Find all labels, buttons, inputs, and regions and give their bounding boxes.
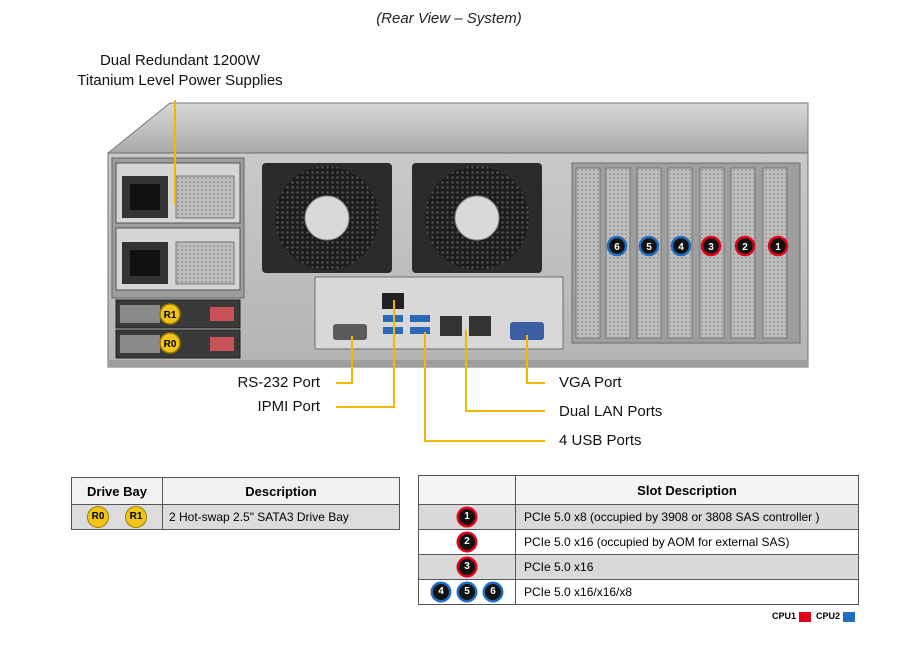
slot-row-4-text: PCIe 5.0 x16/x16/x8 — [515, 579, 859, 605]
drive-table-header-bay: Drive Bay — [71, 477, 163, 505]
slot-row-1-badge: 1 — [459, 509, 475, 525]
vga-connector — [510, 322, 544, 340]
slot-row-3-badges: 3 — [418, 554, 516, 580]
legend-cpu1-swatch — [798, 611, 811, 622]
psu-callout-label: Dual Redundant 1200W Titanium Level Powe… — [40, 51, 320, 91]
slot-row-2-badge: 2 — [459, 534, 475, 550]
slot-badge-6: 6 — [606, 235, 628, 257]
slot-badge-4-label: 4 — [678, 242, 684, 253]
psu-callout-line1: Dual Redundant 1200W — [99, 52, 261, 69]
slot-badge-5-label: 5 — [646, 242, 652, 253]
slot-badge-1: 1 — [767, 235, 789, 257]
fan-right — [412, 163, 542, 273]
drive-bay-table: Drive Bay Description R0 R1 2 Hot-swap 2.… — [71, 477, 400, 530]
slot-row-1-text: PCIe 5.0 x8 (occupied by 3908 or 3808 SA… — [515, 504, 859, 530]
table-row: 3 PCIe 5.0 x16 — [418, 554, 859, 580]
legend-cpu1-label: CPU1 — [771, 611, 796, 621]
rs232-connector — [333, 324, 367, 340]
fan-left — [262, 163, 392, 273]
slot-table-header: Slot Description — [515, 475, 859, 505]
drive-table-badge-r0: R0 — [87, 506, 109, 528]
psu-callout-line2: Titanium Level Power Supplies — [77, 72, 283, 89]
drive-table-header-description: Description — [162, 477, 400, 505]
slot-row-2-badges: 2 — [418, 529, 516, 555]
ipmi-callout-label: IPMI Port — [257, 398, 320, 415]
legend-cpu2-label: CPU2 — [815, 611, 840, 621]
usb-callout-line — [424, 332, 545, 442]
slot-row-4-badge-6: 6 — [485, 584, 501, 600]
cpu-legend: CPU1 CPU2 — [772, 611, 860, 622]
table-row: R0 R1 2 Hot-swap 2.5" SATA3 Drive Bay — [71, 504, 400, 530]
psu-1 — [115, 162, 241, 224]
slot-description-table: Slot Description 1 PCIe 5.0 x8 (occupied… — [418, 475, 859, 605]
drive-badge-r1: R1 — [164, 310, 177, 321]
slot-row-1-badges: 1 — [418, 504, 516, 530]
lan-connector-2 — [469, 316, 491, 336]
usb-callout-label: 4 USB Ports — [559, 432, 642, 449]
callout-lines — [174, 100, 545, 442]
drive-bay-r1 — [115, 299, 241, 329]
drive-badge-r0: R0 — [164, 339, 177, 350]
vga-callout-label: VGA Port — [559, 374, 622, 391]
slot-badge-3: 3 — [700, 235, 722, 257]
lan-connector-1 — [440, 316, 462, 336]
slot-badge-4: 4 — [670, 235, 692, 257]
slot-badge-3-label: 3 — [708, 242, 714, 253]
vga-callout-line — [526, 335, 545, 384]
rs232-callout-line — [336, 336, 353, 384]
dual-lan-callout-label: Dual LAN Ports — [559, 403, 663, 420]
drive-table-badges: R0 R1 — [71, 504, 163, 530]
slot-row-4-badge-5: 5 — [459, 584, 475, 600]
drive-table-badge-r1: R1 — [125, 506, 147, 528]
ipmi-callout-line — [336, 300, 395, 408]
legend-cpu2-swatch — [843, 611, 855, 622]
chassis-top — [106, 102, 809, 154]
slot-badge-1-label: 1 — [775, 242, 781, 253]
rs232-callout-label: RS-232 Port — [237, 374, 320, 391]
psu-2 — [115, 227, 241, 291]
slot-row-3-badge: 3 — [459, 559, 475, 575]
usb-connector-c — [410, 315, 430, 322]
usb-connector-d — [410, 327, 430, 334]
slot-row-2-text: PCIe 5.0 x16 (occupied by AOM for extern… — [515, 529, 859, 555]
slot-row-3-text: PCIe 5.0 x16 — [515, 554, 859, 580]
slot-badge-5: 5 — [638, 235, 660, 257]
lan-callout-line — [465, 330, 545, 412]
table-row: 2 PCIe 5.0 x16 (occupied by AOM for exte… — [418, 529, 859, 555]
chassis-rear-view: R1 R0 6 5 4 — [106, 100, 809, 442]
page-title: (Rear View – System) — [376, 10, 522, 27]
slot-table-header-empty — [418, 475, 516, 505]
slot-badge-2: 2 — [734, 235, 756, 257]
slot-badge-6-label: 6 — [614, 242, 620, 253]
slot-badge-2-label: 2 — [742, 242, 748, 253]
table-row: 1 PCIe 5.0 x8 (occupied by 3908 or 3808 … — [418, 504, 859, 530]
slot-row-4-badge-4: 4 — [433, 584, 449, 600]
drive-table-description: 2 Hot-swap 2.5" SATA3 Drive Bay — [162, 504, 400, 530]
